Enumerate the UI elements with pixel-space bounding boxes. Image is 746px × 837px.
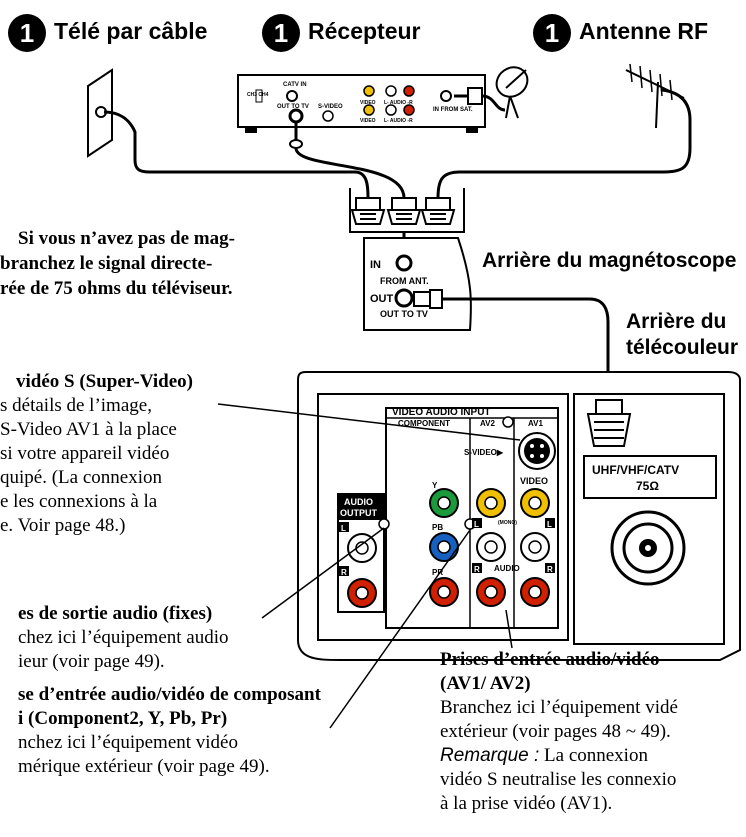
svg-text:Y: Y bbox=[432, 481, 438, 490]
source-cable: 1 Télé par câble bbox=[8, 12, 207, 52]
svg-text:OUT: OUT bbox=[370, 293, 394, 305]
leader-svideo bbox=[217, 403, 521, 441]
source-receiver: 1 Récepteur bbox=[262, 12, 420, 52]
receiver-box: CH3 CH4 CATV IN OUT TO TV S-VIDEO VIDEO … bbox=[237, 74, 486, 133]
cable-wall-line bbox=[103, 110, 370, 199]
note-audio-out-title: es de sortie audio (fixes) bbox=[18, 603, 213, 624]
source-antenna: 1 Antenne RF bbox=[533, 12, 708, 52]
svg-text:S-VIDEO▶: S-VIDEO▶ bbox=[464, 448, 504, 457]
svg-text:VIDEO AUDIO INPUT: VIDEO AUDIO INPUT bbox=[392, 407, 491, 418]
svg-text:R: R bbox=[474, 565, 480, 574]
svg-text:(MONO): (MONO) bbox=[498, 520, 517, 526]
note-audio-out-line: ieur (voir page 49). bbox=[18, 651, 165, 672]
note-no-vcr-line: rée de 75 ohms du téléviseur. bbox=[0, 278, 233, 299]
svg-text:L: L bbox=[474, 520, 479, 529]
step-one-badge-icon: 1 bbox=[262, 13, 300, 52]
leader-audio-out bbox=[261, 527, 385, 619]
note-av-title: (AV1/ AV2) bbox=[440, 673, 531, 694]
note-av-line: à la prise vidéo (AV1). bbox=[440, 793, 613, 814]
receiver-audio-label-1: L- AUDIO -R bbox=[384, 100, 413, 106]
receiver-ch-label: CH3 CH4 bbox=[247, 92, 269, 98]
svg-text:R: R bbox=[547, 565, 553, 574]
note-av-title: Prises d’entrée audio/vidéo bbox=[440, 649, 660, 670]
rf-antenna-icon bbox=[625, 63, 685, 129]
note-svideo-line: si votre appareil vidéo bbox=[0, 443, 170, 464]
svg-text:COMPONENT: COMPONENT bbox=[398, 419, 450, 428]
step-one-badge-icon: 1 bbox=[533, 13, 571, 52]
svg-text:AUDIO: AUDIO bbox=[494, 564, 520, 573]
note-av-line: extérieur (voir pages 48 ~ 49). bbox=[440, 721, 671, 742]
source-cable-label: Télé par câble bbox=[54, 18, 208, 44]
svg-text:OUT TO TV: OUT TO TV bbox=[380, 309, 428, 319]
note-svideo-line: s détails de l’image, bbox=[0, 395, 152, 416]
note-no-vcr: Si vous n’avez pas de mag- branchez le s… bbox=[0, 226, 235, 301]
note-svideo: vidéo S (Super-Video) s détails de l’ima… bbox=[0, 370, 193, 538]
tv-back-panel: VIDEO AUDIO INPUT COMPONENT AV2 AV1 S-VI… bbox=[297, 371, 741, 661]
receiver-audio-label-2: L- AUDIO -R bbox=[384, 118, 413, 124]
note-no-vcr-line: Si vous n’avez pas de mag- bbox=[18, 228, 235, 249]
note-svideo-line: e. Voir page 48.) bbox=[0, 515, 126, 536]
svg-text:PR: PR bbox=[432, 568, 443, 577]
svg-text:L: L bbox=[547, 520, 552, 529]
coax-connectors bbox=[350, 197, 456, 225]
receiver-out-label: OUT TO TV bbox=[277, 104, 309, 110]
step-one-badge-icon: 1 bbox=[8, 13, 46, 52]
svg-text:R: R bbox=[341, 568, 347, 577]
cable-vcr-tv-line bbox=[442, 297, 610, 400]
note-audio-out-line: chez ici l’équipement audio bbox=[18, 627, 229, 648]
svg-text:AV1: AV1 bbox=[528, 419, 544, 428]
vcr-back-panel: IN FROM ANT. OUT OUT TO TV bbox=[363, 237, 472, 331]
satellite-dish-icon bbox=[495, 66, 529, 119]
svg-text:FROM ANT.: FROM ANT. bbox=[380, 276, 429, 286]
note-svideo-line: quipé. (La connexion bbox=[0, 467, 162, 488]
note-component-title: se d’entrée audio/vidéo de composant bbox=[18, 684, 321, 705]
leader-component bbox=[329, 529, 471, 729]
source-receiver-label: Récepteur bbox=[308, 18, 421, 44]
remark-text: La connexion bbox=[539, 745, 648, 766]
note-svideo-title: vidéo S (Super-Video) bbox=[16, 371, 193, 392]
tv-title-line2: télécouleur bbox=[626, 336, 739, 359]
remark-label: Remarque : bbox=[440, 745, 540, 766]
note-component-line: mérique extérieur (voir page 49). bbox=[18, 756, 270, 777]
note-av-line: Branchez ici l’équipement vidé bbox=[440, 697, 678, 718]
source-antenna-label: Antenne RF bbox=[579, 18, 709, 44]
note-audio-out: es de sortie audio (fixes) chez ici l’éq… bbox=[0, 602, 229, 674]
note-av-inputs: Prises d’entrée audio/vidéo (AV1/ AV2) B… bbox=[440, 648, 678, 816]
note-component-line: nchez ici l’équipement vidéo bbox=[18, 732, 238, 753]
leader-av bbox=[505, 609, 513, 649]
note-av-remark: Remarque : La connexion bbox=[440, 744, 678, 768]
bracket-line bbox=[349, 188, 465, 233]
svg-text:AV2: AV2 bbox=[480, 419, 496, 428]
note-component-title: i (Component2, Y, Pb, Pr) bbox=[18, 708, 228, 729]
svg-text:VIDEO: VIDEO bbox=[520, 476, 548, 486]
tv-title-line1: Arrière du bbox=[626, 310, 727, 333]
receiver-video-label-2: VIDEO bbox=[360, 118, 376, 124]
note-svideo-line: e les connexions à la bbox=[0, 491, 158, 512]
note-av-line: vidéo S neutralise les connexio bbox=[440, 769, 677, 790]
receiver-video-label-1: VIDEO bbox=[360, 100, 376, 106]
receiver-svideo-label: S-VIDEO bbox=[318, 104, 343, 110]
note-svideo-line: S-Video AV1 à la place bbox=[0, 419, 177, 440]
svg-text:IN: IN bbox=[370, 259, 381, 271]
receiver-sat-label: IN FROM SAT. bbox=[433, 107, 473, 113]
wall-outlet-icon bbox=[87, 68, 113, 158]
svg-text:UHF/VHF/CATV: UHF/VHF/CATV bbox=[592, 463, 679, 477]
svg-text:OUTPUT: OUTPUT bbox=[340, 508, 378, 518]
receiver-catv-label: CATV IN bbox=[283, 82, 307, 88]
cable-antenna-line bbox=[436, 88, 692, 199]
note-no-vcr-line: branchez le signal directe- bbox=[0, 253, 213, 274]
svg-text:75Ω: 75Ω bbox=[636, 479, 659, 493]
svg-text:PB: PB bbox=[432, 523, 443, 532]
note-component: se d’entrée audio/vidéo de composant i (… bbox=[0, 683, 321, 779]
svg-text:L: L bbox=[341, 524, 346, 533]
vcr-title: Arrière du magnétoscope bbox=[482, 249, 737, 272]
svg-text:AUDIO: AUDIO bbox=[344, 497, 373, 507]
